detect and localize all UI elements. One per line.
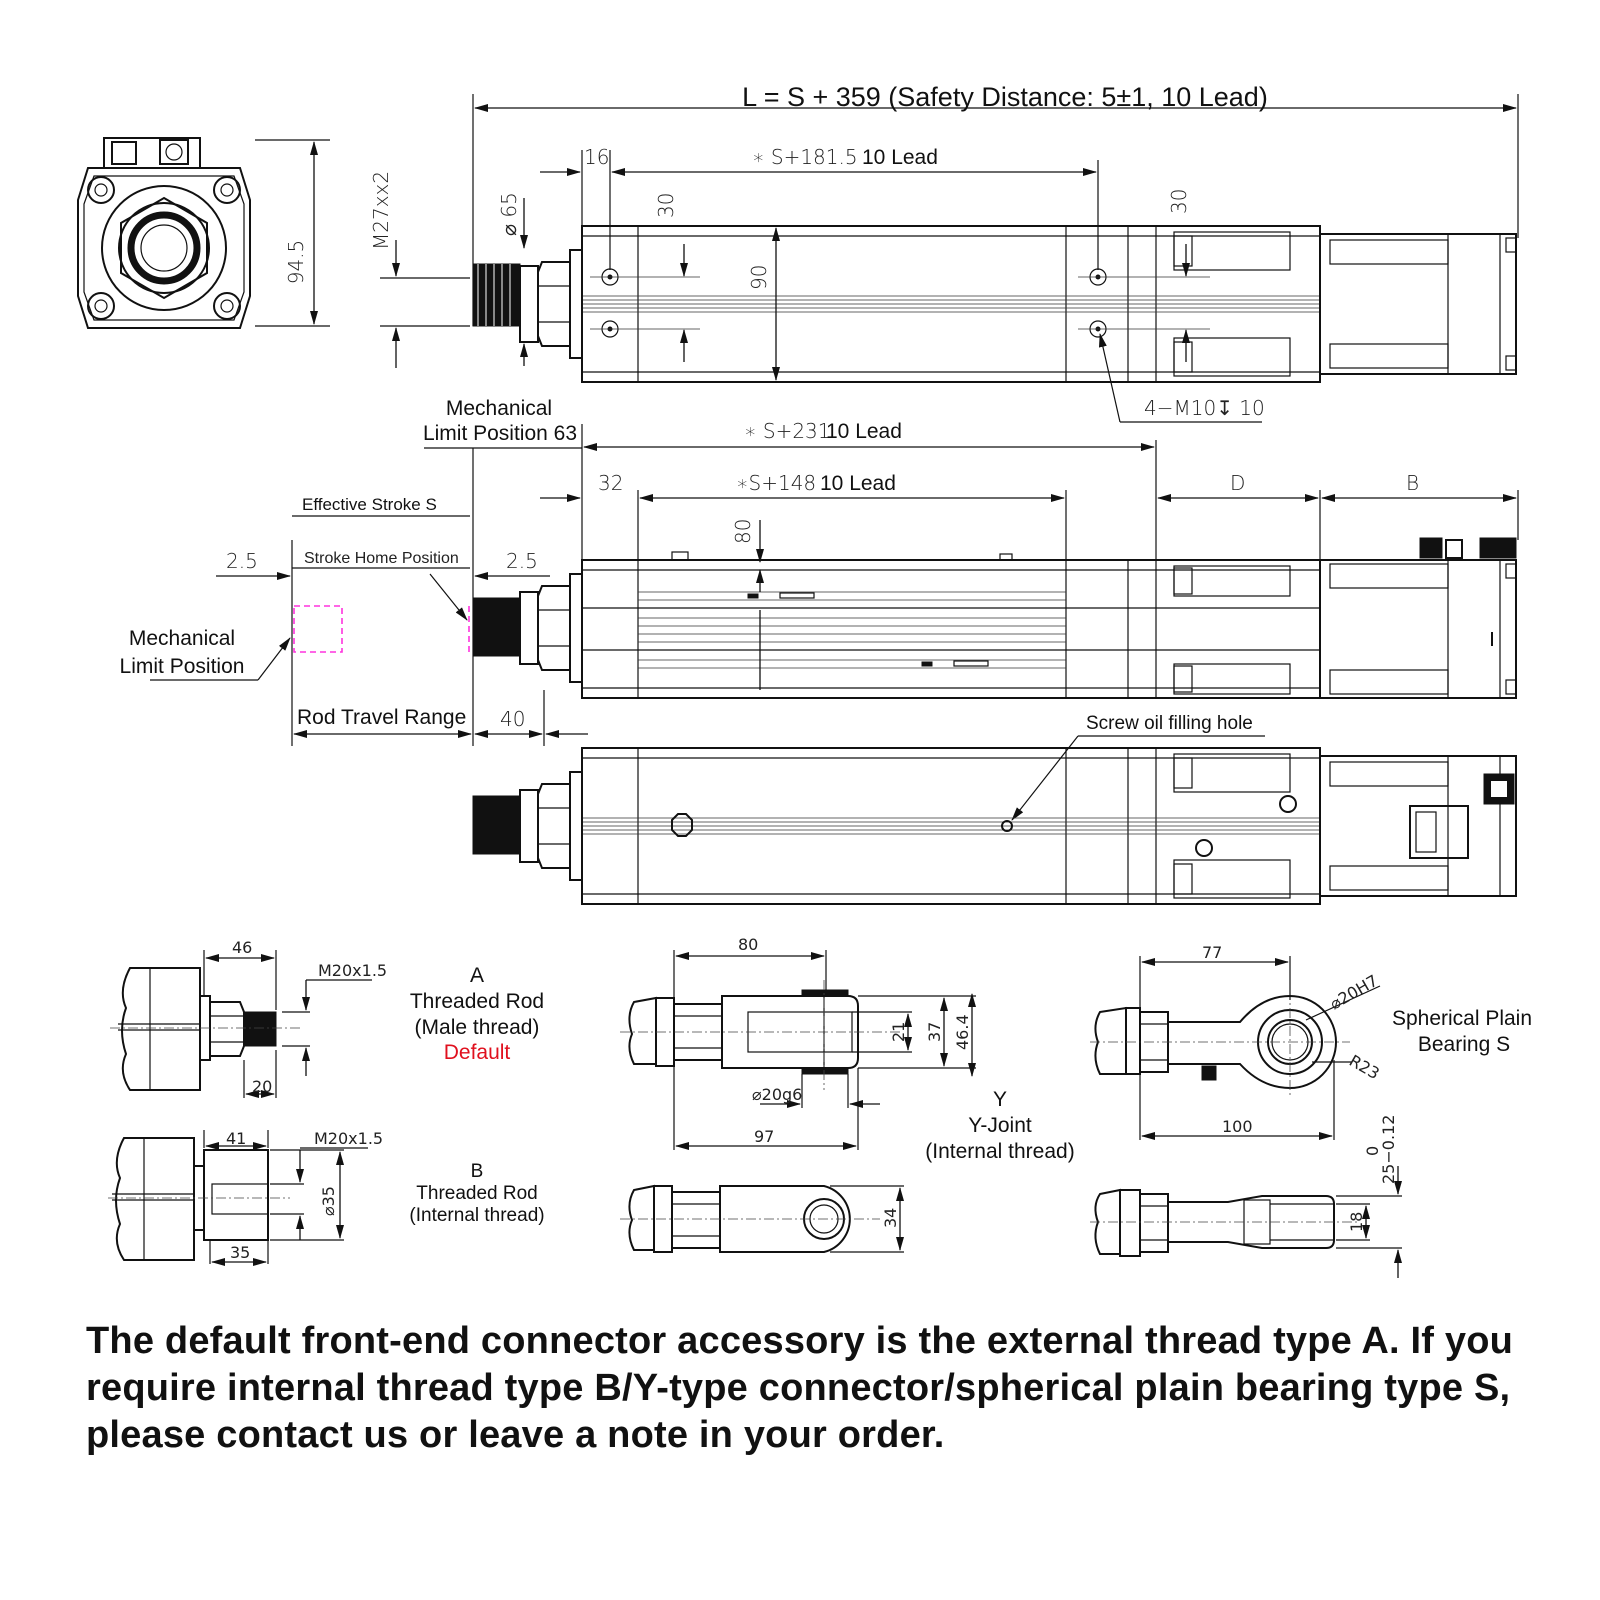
acc-a-sub: (Male thread) <box>415 1016 540 1039</box>
lead-label-3: 10 Lead <box>820 472 896 495</box>
s-tolerance-upper: 0 <box>1363 1146 1382 1156</box>
y-dim-21: 21 <box>889 1022 908 1042</box>
mech-limit-line2: Limit Position <box>120 655 245 678</box>
y-pin-dia: ⌀20g6 <box>752 1085 802 1104</box>
lead-label-1: 10 Lead <box>862 146 938 169</box>
overall-length-title: L = S + 359 (Safety Distance: 5±1, 10 Le… <box>742 82 1268 112</box>
y-width-80: 80 <box>738 935 758 954</box>
dim-32: 32 <box>598 471 623 495</box>
acc-b-depth: 35 <box>230 1243 250 1262</box>
dim-m10-holes: 4−M10↧ 10 <box>1144 396 1265 420</box>
acc-s-name-l2: Bearing S <box>1418 1033 1510 1056</box>
dim-d: D <box>1230 471 1245 495</box>
acc-b-dia: ⌀35 <box>319 1186 338 1216</box>
s-radius: R23 <box>1346 1051 1383 1083</box>
dim-90: 90 <box>747 265 771 290</box>
mech-limit-63-line2: Limit Position 63 <box>423 422 577 445</box>
dim-80: 80 <box>731 519 755 544</box>
dim-phi-65: ⌀ 65 <box>497 192 521 236</box>
dim-40: 40 <box>500 707 525 731</box>
s-width-100: 100 <box>1222 1117 1253 1136</box>
acc-b-name: Threaded Rod <box>416 1183 537 1204</box>
acc-y-letter: Y <box>993 1088 1007 1111</box>
spherical-bearing-side-drawing <box>1090 1188 1360 1257</box>
dim-b: B <box>1406 471 1419 495</box>
acc-y-name: Y-Joint <box>968 1114 1032 1137</box>
lead-label-2: 10 Lead <box>826 420 902 443</box>
end-view <box>77 137 251 329</box>
mech-limit-line1: Mechanical <box>129 627 235 650</box>
spherical-bearing-drawing <box>1090 990 1350 1096</box>
dim-94-5: 94.5 <box>284 240 308 285</box>
acc-a-length: 46 <box>232 938 252 957</box>
y-dim-37: 37 <box>925 1022 944 1042</box>
acc-a-tip: 20 <box>252 1077 272 1096</box>
acc-a-thread: M20x1.5 <box>318 961 387 980</box>
acc-a-default: Default <box>444 1041 511 1064</box>
y-width-97: 97 <box>754 1127 774 1146</box>
dim-30-right: 30 <box>1167 189 1191 214</box>
acc-b-sub: (Internal thread) <box>409 1205 544 1226</box>
dim-16: 16 <box>584 145 609 169</box>
acc-s-name-l1: Spherical Plain <box>1392 1007 1532 1030</box>
y-dim-34: 34 <box>881 1208 900 1228</box>
stroke-home-label: Stroke Home Position <box>304 550 459 567</box>
dim-m27: M27xx2 <box>369 171 393 250</box>
acc-b-length: 41 <box>226 1129 246 1148</box>
accessory-a-drawing <box>110 967 300 1091</box>
s-tolerance: 25−0.12 <box>1379 1115 1398 1184</box>
s-bore: ⌀20H7 <box>1327 971 1382 1014</box>
dim-s181-5: ∗ S+181.5 <box>752 145 858 169</box>
stroke-home-marker <box>293 605 343 653</box>
acc-a-letter: A <box>470 964 484 987</box>
actuator-side-view <box>472 537 1517 699</box>
y-joint-side-drawing <box>620 1184 880 1253</box>
mech-limit-63-line1: Mechanical <box>446 397 552 420</box>
s-dim-18: 18 <box>1347 1212 1366 1232</box>
dim-s148: ∗S+148 <box>736 471 816 495</box>
actuator-top-view <box>472 225 1517 383</box>
dim-2-5-left: 2.5 <box>226 549 258 573</box>
actuator-bottom-view <box>472 747 1517 905</box>
acc-a-name: Threaded Rod <box>410 990 544 1013</box>
s-width-77: 77 <box>1202 943 1222 962</box>
dim-2-5-right: 2.5 <box>506 549 538 573</box>
rod-travel-label: Rod Travel Range <box>297 706 466 729</box>
dim-s231: ∗ S+231 <box>744 419 831 443</box>
effective-stroke-label: Effective Stroke S <box>302 495 437 514</box>
y-dim-46-4: 46.4 <box>953 1014 972 1050</box>
dim-30-left: 30 <box>654 193 678 218</box>
accessory-b-drawing <box>108 1137 290 1261</box>
acc-y-sub: (Internal thread) <box>925 1140 1074 1163</box>
acc-b-thread: M20x1.5 <box>314 1129 383 1148</box>
footnote: The default front-end connector accessor… <box>86 1320 1514 1456</box>
oil-hole-label: Screw oil filling hole <box>1086 713 1253 734</box>
acc-b-letter: B <box>471 1161 484 1182</box>
